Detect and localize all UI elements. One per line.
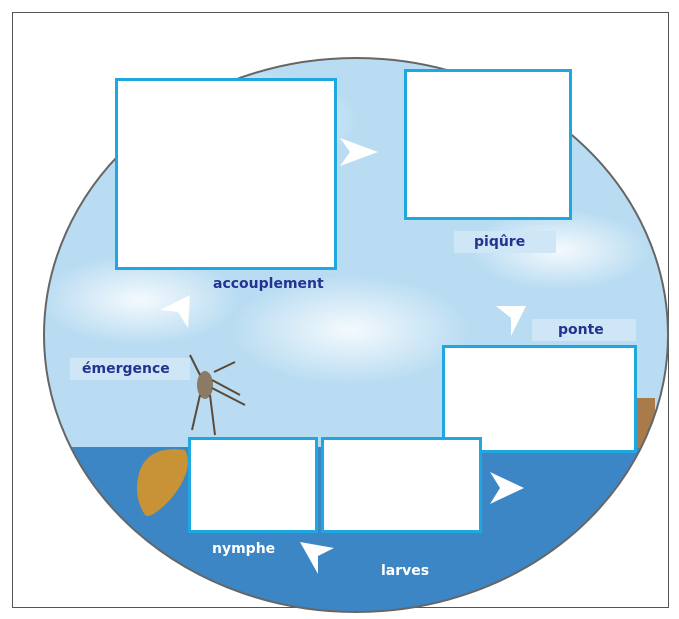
pupa-illustration [136, 449, 188, 516]
cloud [470, 210, 650, 290]
cloud [230, 275, 470, 385]
label-emergence: émergence [70, 358, 190, 380]
arrow-up-icon [160, 295, 190, 328]
label-piqure: piqûre [454, 231, 556, 253]
circle-outline [43, 57, 669, 613]
stage-box-larves[interactable] [321, 437, 482, 533]
label-nymphe: nymphe [212, 541, 276, 557]
label-accouplement: accouplement [213, 276, 324, 292]
stage-box-ponte[interactable] [442, 345, 637, 453]
cloud [44, 255, 240, 345]
arrow-left-icon [300, 542, 334, 574]
arrow-down-icon [496, 306, 526, 336]
arrow-right-icon [490, 472, 524, 504]
mosquito-illustration [189, 354, 246, 436]
label-ponte: ponte [532, 319, 636, 341]
arrow-right-icon [340, 138, 378, 166]
label-larves: larves [381, 563, 430, 579]
stage-box-piqure[interactable] [404, 69, 572, 220]
stage-box-nymphe[interactable] [188, 437, 318, 533]
stage-box-accouplement[interactable] [115, 78, 337, 270]
